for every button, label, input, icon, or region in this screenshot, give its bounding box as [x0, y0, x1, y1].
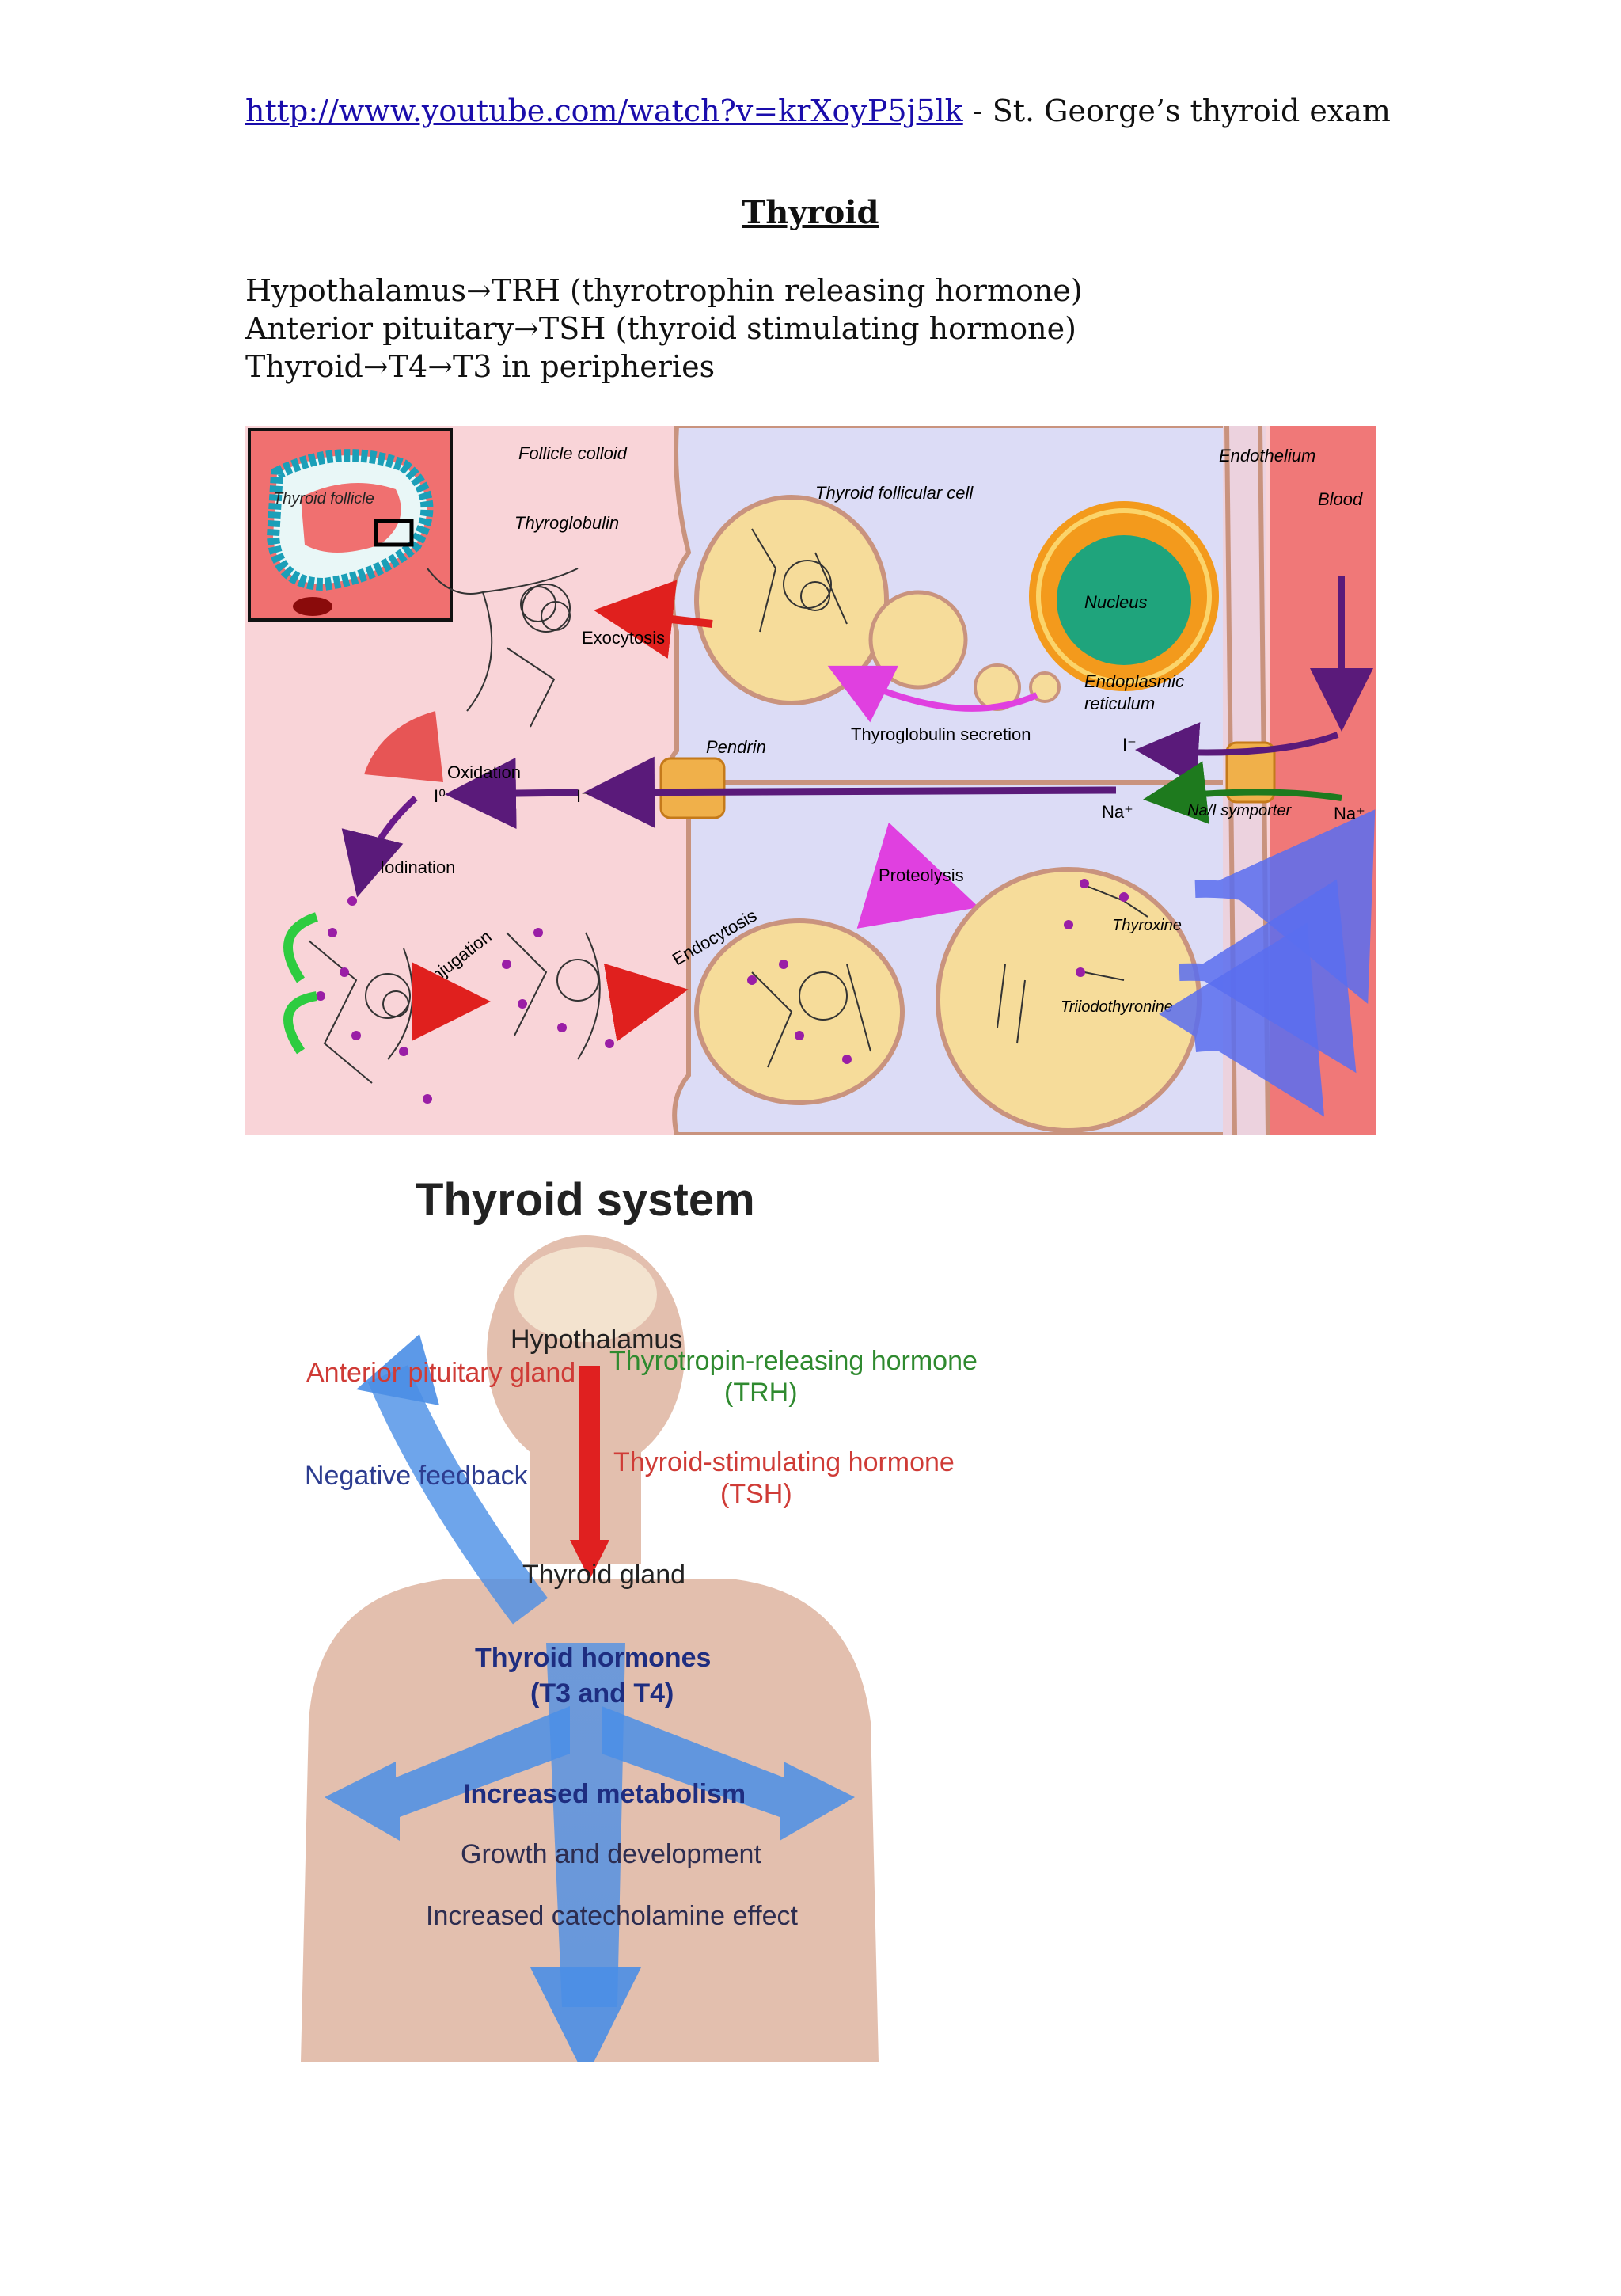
pendrin-label: Pendrin	[706, 737, 766, 757]
pendrin-channel	[659, 757, 726, 819]
thyroglobulin-molecule	[427, 568, 579, 728]
i-minus-label-1: I⁻	[576, 786, 590, 806]
notes-block: Hypothalamus→TRH (thyrotrophin releasing…	[245, 272, 1083, 386]
note-line-1: Hypothalamus→TRH (thyrotrophin releasing…	[245, 273, 1083, 308]
tsh-label-line2: (TSH)	[720, 1479, 792, 1509]
negative-feedback-arrow	[367, 1365, 549, 1625]
arrow-icon: →	[514, 311, 539, 346]
page-title: Thyroid	[742, 194, 879, 231]
youtube-link[interactable]: http://www.youtube.com/watch?v=krXoyP5j5…	[245, 93, 963, 128]
thyroid-gland-label: Thyroid gland	[522, 1560, 685, 1590]
i-minus-label-2: I⁻	[1122, 735, 1137, 755]
na-plus-label-2: Na⁺	[1334, 804, 1365, 823]
thyroglobulin-label: Thyroglobulin	[514, 513, 619, 533]
negative-feedback-label: Negative feedback	[305, 1461, 529, 1491]
iodinated-thyroglobulin	[308, 940, 414, 1084]
endocytosis-vesicle	[694, 918, 905, 1105]
symporter-label: Na/I symporter	[1187, 802, 1292, 819]
triiodothyronine-label: Triiodothyronine	[1061, 998, 1173, 1016]
thyroid-system-diagram: Thyroid system Hypothalamus Anterior pit…	[245, 1152, 1037, 2078]
na-i-symporter	[1225, 741, 1276, 804]
note-line-3: Thyroid→T4→T3 in peripheries	[245, 349, 716, 384]
thyroid-synthesis-diagram: Thyroid follicle Follicle colloid Thyroi…	[245, 426, 1376, 1135]
i0-label: I⁰	[434, 786, 446, 806]
tsh-label-line1: Thyroid-stimulating hormone	[613, 1447, 955, 1477]
effect-growth-development: Growth and development	[461, 1839, 761, 1869]
brain	[514, 1247, 657, 1342]
effect-increased-metabolism: Increased metabolism	[463, 1779, 746, 1809]
thyroxine-label: Thyroxine	[1112, 917, 1182, 934]
thyroid-follicle-label: Thyroid follicle	[273, 490, 374, 507]
note-line-2: Anterior pituitary→TSH (thyroid stimulat…	[245, 311, 1076, 346]
link-suffix: - St. George’s thyroid exam	[962, 93, 1391, 128]
thyroid-follicle-inset	[248, 428, 453, 622]
blood-label: Blood	[1318, 489, 1363, 509]
exocytosis-vesicle	[694, 495, 889, 705]
thyroid-hormones-line2: (T3 and T4)	[530, 1678, 674, 1709]
tg-secretion-label: Thyroglobulin secretion	[851, 724, 1031, 744]
trh-label-line2: (TRH)	[724, 1378, 798, 1408]
nucleus	[1057, 535, 1191, 665]
proteolysis-label: Proteolysis	[879, 865, 964, 885]
na-plus-label-1: Na⁺	[1102, 802, 1133, 822]
anterior-pituitary-label: Anterior pituitary gland	[306, 1358, 575, 1388]
follicular-cell-label: Thyroid follicular cell	[815, 483, 974, 503]
endothelium-label: Endothelium	[1219, 446, 1315, 466]
iodination-label: Iodination	[380, 857, 455, 877]
arrow-icon: →	[466, 273, 492, 308]
effect-catecholamine: Increased catecholamine effect	[426, 1901, 799, 1931]
follicle-colloid-label: Follicle colloid	[518, 443, 628, 463]
exocytosis-label: Exocytosis	[582, 628, 665, 648]
thyroid-hormones-line1: Thyroid hormones	[475, 1643, 711, 1673]
hypothalamus-label: Hypothalamus	[511, 1325, 682, 1355]
header-line: http://www.youtube.com/watch?v=krXoyP5j5…	[245, 93, 1391, 128]
arrow-icon: →	[427, 349, 454, 384]
er-label-1: Endoplasmic	[1084, 671, 1184, 691]
nucleus-label: Nucleus	[1084, 592, 1147, 612]
system-title: Thyroid system	[416, 1174, 755, 1226]
oxidation-label: Oxidation	[447, 762, 521, 782]
arrow-icon: →	[363, 349, 389, 384]
er-label-2: reticulum	[1084, 694, 1155, 713]
trh-label-line1: Thyrotropin-releasing hormone	[609, 1346, 978, 1376]
